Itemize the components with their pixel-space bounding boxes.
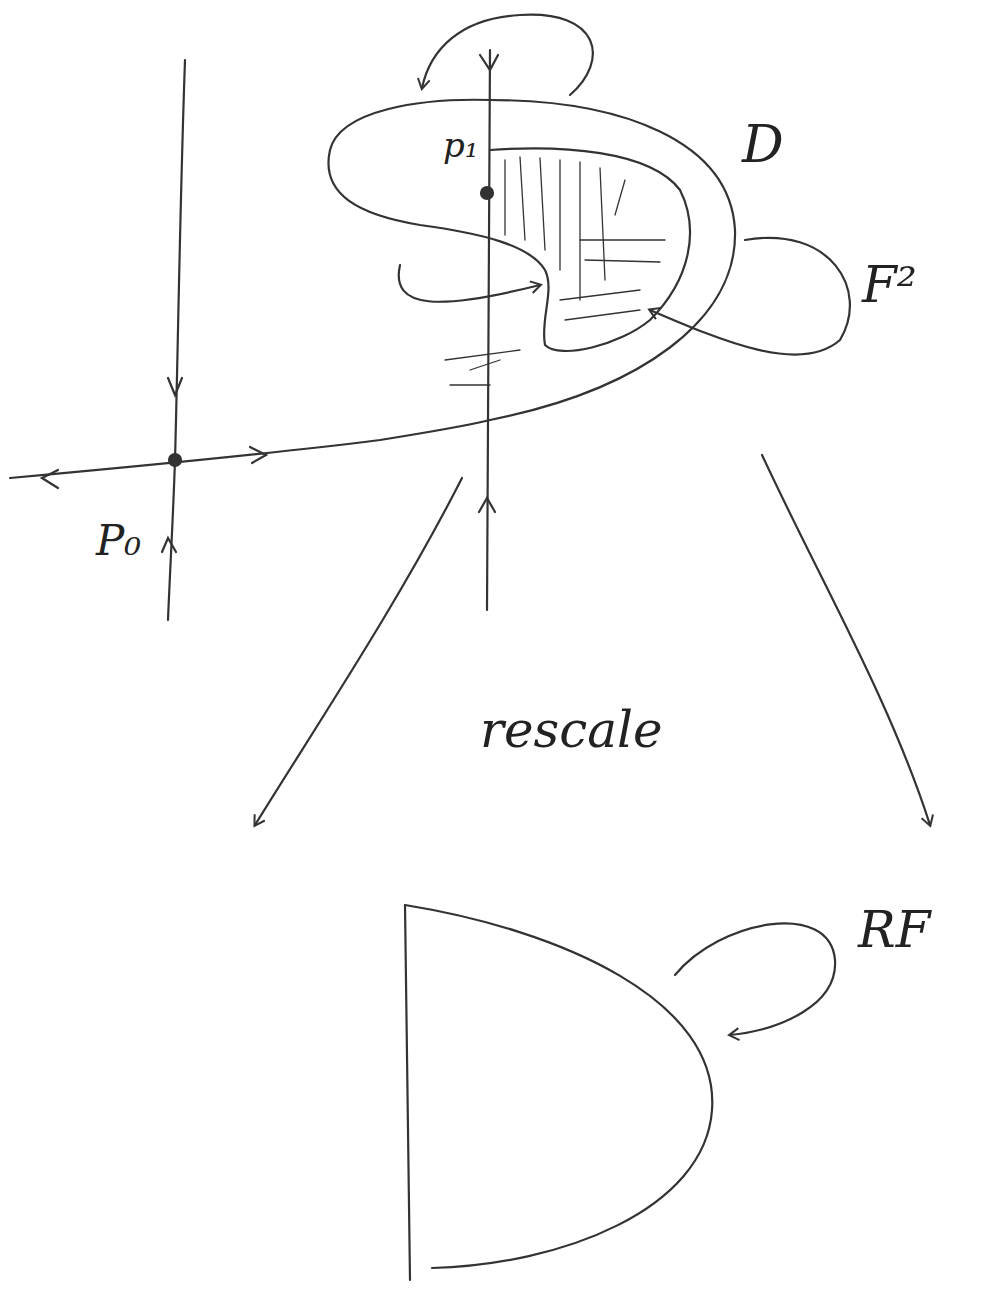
rescale-arrow (762, 455, 930, 825)
hatching (445, 157, 665, 385)
stable-line (168, 60, 185, 620)
region-outline (328, 100, 690, 351)
annotation: rescale (480, 705, 663, 755)
arrow-tick (480, 55, 498, 70)
arrow-tick (250, 447, 266, 463)
map-arrow (650, 238, 850, 355)
point-label: P₀ (96, 520, 141, 562)
arrow-tick (162, 538, 176, 552)
rescaled-region (405, 905, 712, 1268)
vertical-line (487, 50, 490, 610)
map-label: RF (858, 905, 930, 955)
point (481, 187, 493, 199)
arrow-tick (479, 498, 495, 512)
rescale-arrow (255, 478, 462, 825)
unstable-line (10, 420, 490, 478)
map-label: F² (862, 260, 917, 310)
arrow-tick (42, 470, 58, 488)
fixed-point (169, 454, 181, 466)
rescaled-region (405, 905, 410, 1280)
map-arrow (422, 15, 593, 95)
region-label: D (742, 118, 784, 170)
arrow-tick (168, 378, 182, 395)
map-arrow (399, 265, 540, 302)
point-label: p₁ (443, 128, 478, 162)
map-arrow (675, 923, 835, 1035)
